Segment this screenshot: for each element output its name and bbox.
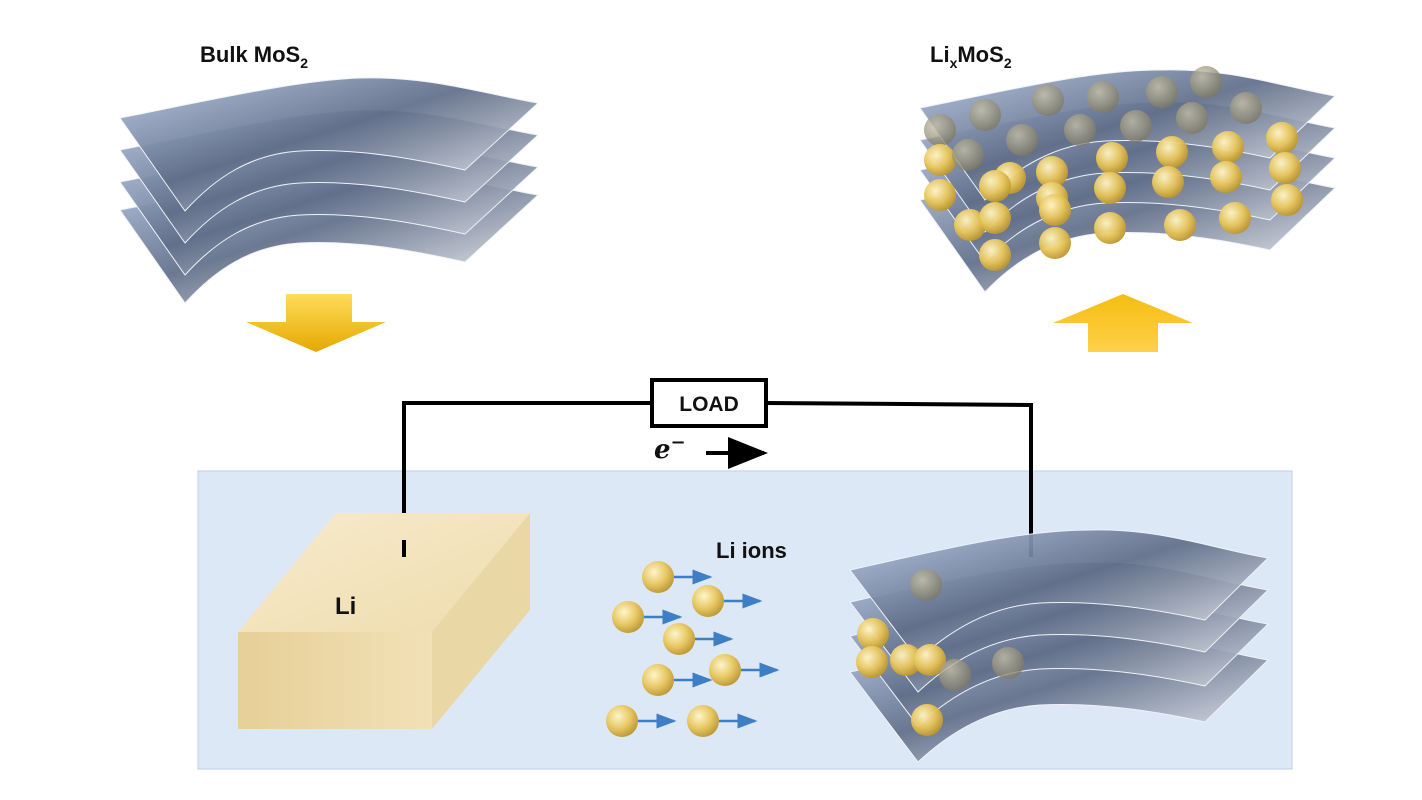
circuit-wire-right: [765, 401, 1033, 557]
li-sphere: [1212, 131, 1244, 163]
li-sphere: [979, 170, 1011, 202]
li-sphere: [1036, 156, 1068, 188]
li-sphere: [924, 144, 956, 176]
li-sphere: [1210, 161, 1242, 193]
li-ion-sphere: [612, 601, 644, 633]
li-ion-sphere: [709, 654, 741, 686]
down-arrow-icon: [246, 294, 386, 352]
intercalated-li-sphere: [857, 618, 889, 650]
li-ions-label: Li ions: [716, 538, 787, 563]
li-sphere: [1230, 92, 1262, 124]
li-ion-sphere: [642, 664, 674, 696]
li-sphere: [1176, 102, 1208, 134]
li-block-label: Li: [335, 593, 356, 620]
li-sphere: [1164, 209, 1196, 241]
li-ion-sphere: [687, 705, 719, 737]
intercalated-li-sphere: [992, 647, 1024, 679]
li-sphere: [1219, 202, 1251, 234]
load-label: LOAD: [679, 393, 739, 416]
li-ion-sphere: [606, 705, 638, 737]
lixmos2-li-spheres: [924, 66, 1303, 271]
li-sphere: [1094, 172, 1126, 204]
li-sphere: [924, 114, 956, 146]
li-sphere: [1094, 212, 1126, 244]
li-sphere: [1146, 76, 1178, 108]
li-sphere: [1039, 194, 1071, 226]
li-sphere: [1266, 122, 1298, 154]
electrode-li-spheres: [856, 569, 1024, 736]
up-arrow-icon: [1053, 294, 1193, 352]
intercalated-li-sphere: [856, 646, 888, 678]
li-sphere: [954, 209, 986, 241]
bulk-mos2-label: Bulk MoS2: [200, 42, 308, 71]
li-sphere: [979, 202, 1011, 234]
li-ion-sphere: [692, 585, 724, 617]
intercalated-li-sphere: [939, 659, 971, 691]
mos2-electrode-sheets: [849, 529, 1270, 763]
li-sphere: [1064, 114, 1096, 146]
li-sphere: [1039, 227, 1071, 259]
bulk-mos2-sheets: [119, 77, 540, 304]
li-ion-sphere: [642, 561, 674, 593]
li-sphere: [1152, 166, 1184, 198]
li-sphere: [1096, 142, 1128, 174]
circuit-wire-left: [402, 401, 652, 557]
intercalated-li-sphere: [910, 569, 942, 601]
li-ions-group: [606, 561, 780, 737]
li-ion-sphere: [663, 623, 695, 655]
li-sphere: [1087, 81, 1119, 113]
li-sphere: [1120, 110, 1152, 142]
load-box: [650, 378, 768, 428]
li-sphere: [1271, 184, 1303, 216]
li-sphere: [1190, 66, 1222, 98]
li-sphere: [952, 139, 984, 171]
li-metal-block: [238, 513, 530, 729]
li-sphere: [1156, 136, 1188, 168]
intercalated-li-sphere: [890, 644, 922, 676]
electron-label: e−: [654, 432, 686, 465]
li-sphere: [979, 239, 1011, 271]
li-sphere: [1006, 124, 1038, 156]
intercalated-li-sphere: [914, 644, 946, 676]
li-sphere: [969, 99, 1001, 131]
li-sphere: [1269, 152, 1301, 184]
lixmos2-label: LixMoS2: [930, 42, 1012, 71]
intercalated-li-sphere: [911, 704, 943, 736]
li-sphere: [924, 179, 956, 211]
li-sphere: [1032, 84, 1064, 116]
